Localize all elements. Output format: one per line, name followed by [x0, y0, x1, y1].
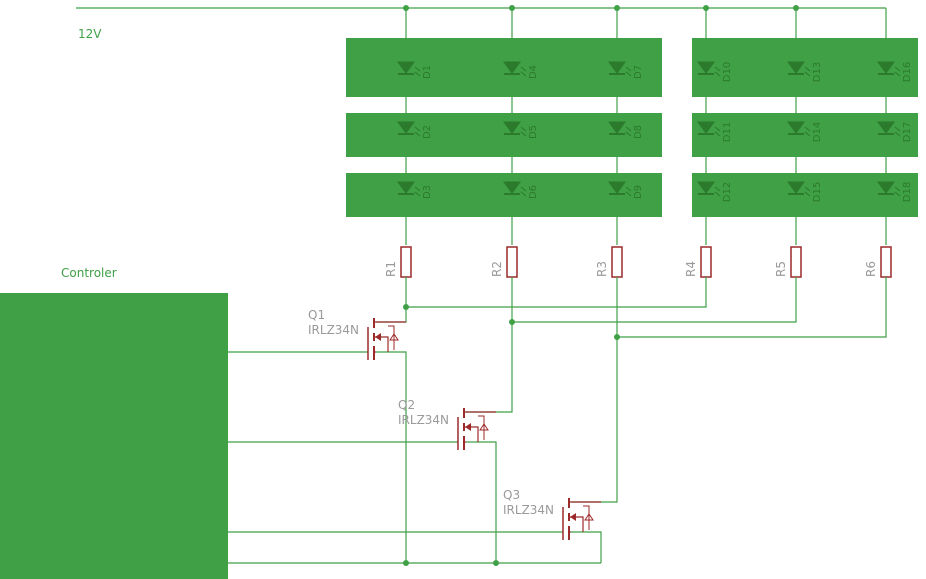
- led-label: D7: [633, 65, 644, 79]
- supply-label: 12V: [78, 27, 102, 41]
- resistor-5: R5: [774, 246, 802, 278]
- resistor-2: R2: [490, 246, 518, 278]
- resistor-label: R4: [684, 261, 698, 277]
- led-18: D18: [877, 181, 913, 202]
- led-label: D15: [812, 182, 823, 202]
- led-2: D2: [397, 121, 433, 139]
- resistor-4: R4: [684, 246, 712, 278]
- led-label: D4: [528, 65, 539, 79]
- transistor-part: IRLZ34N: [398, 413, 449, 427]
- led-label: D3: [422, 185, 433, 199]
- led-12: D12: [697, 181, 733, 202]
- led-label: D6: [528, 185, 539, 199]
- led-13: D13: [787, 61, 823, 82]
- resistors: R1 R2 R3 R4 R5 R6: [384, 246, 892, 278]
- led-4: D4: [503, 61, 539, 79]
- junctions: [403, 5, 799, 566]
- led-8: D8: [608, 121, 644, 139]
- led-label: D5: [528, 125, 539, 139]
- controller-label: Controler: [61, 266, 117, 280]
- led-10: D10: [697, 61, 733, 82]
- led-label: D16: [902, 62, 913, 82]
- resistor-3: R3: [595, 246, 623, 278]
- led-label: D10: [722, 62, 733, 82]
- bus-wires: [228, 277, 887, 564]
- resistor-label: R3: [595, 261, 609, 277]
- transistor-part: IRLZ34N: [308, 323, 359, 337]
- led-17: D17: [877, 121, 913, 142]
- resistor-label: R1: [384, 261, 398, 277]
- transistor-name: Q1: [308, 308, 325, 322]
- led-label: D1: [422, 65, 433, 79]
- q3-drain-wire: [571, 277, 618, 503]
- bus-q3: [617, 277, 887, 338]
- resistor-1: R1: [384, 246, 412, 278]
- led-label: D18: [902, 182, 913, 202]
- led-label: D12: [722, 182, 733, 202]
- q2-source-wire: [466, 441, 497, 563]
- led-label: D11: [722, 122, 733, 142]
- bus-q1: [406, 277, 707, 308]
- resistor-label: R2: [490, 261, 504, 277]
- led-label: D13: [812, 62, 823, 82]
- led-label: D17: [902, 122, 913, 142]
- q2-drain-wire: [466, 277, 513, 413]
- transistor-name: Q2: [398, 398, 415, 412]
- q1-source-wire: [376, 351, 407, 563]
- led-15: D15: [787, 181, 823, 202]
- led-label: D14: [812, 122, 823, 142]
- resistor-label: R5: [774, 261, 788, 277]
- led-label: D9: [633, 185, 644, 199]
- transistor-part: IRLZ34N: [503, 503, 554, 517]
- led-label: D8: [633, 125, 644, 139]
- led-7: D7: [608, 61, 644, 79]
- led-16: D16: [877, 61, 913, 82]
- led-14: D14: [787, 121, 823, 142]
- transistor-name: Q3: [503, 488, 520, 502]
- q3-source-wire: [571, 531, 602, 563]
- led-6: D6: [503, 181, 539, 199]
- led-3: D3: [397, 181, 433, 199]
- resistor-6: R6: [864, 246, 892, 278]
- led-5: D5: [503, 121, 539, 139]
- q1-drain-wire: [376, 277, 407, 323]
- led-9: D9: [608, 181, 644, 199]
- led-label: D2: [422, 125, 433, 139]
- bus-q2: [512, 277, 797, 323]
- led-1: D1: [397, 61, 433, 79]
- controller-block: [0, 293, 228, 579]
- led-strip-left-row-1: [346, 38, 662, 97]
- led-11: D11: [697, 121, 733, 142]
- resistor-label: R6: [864, 261, 878, 277]
